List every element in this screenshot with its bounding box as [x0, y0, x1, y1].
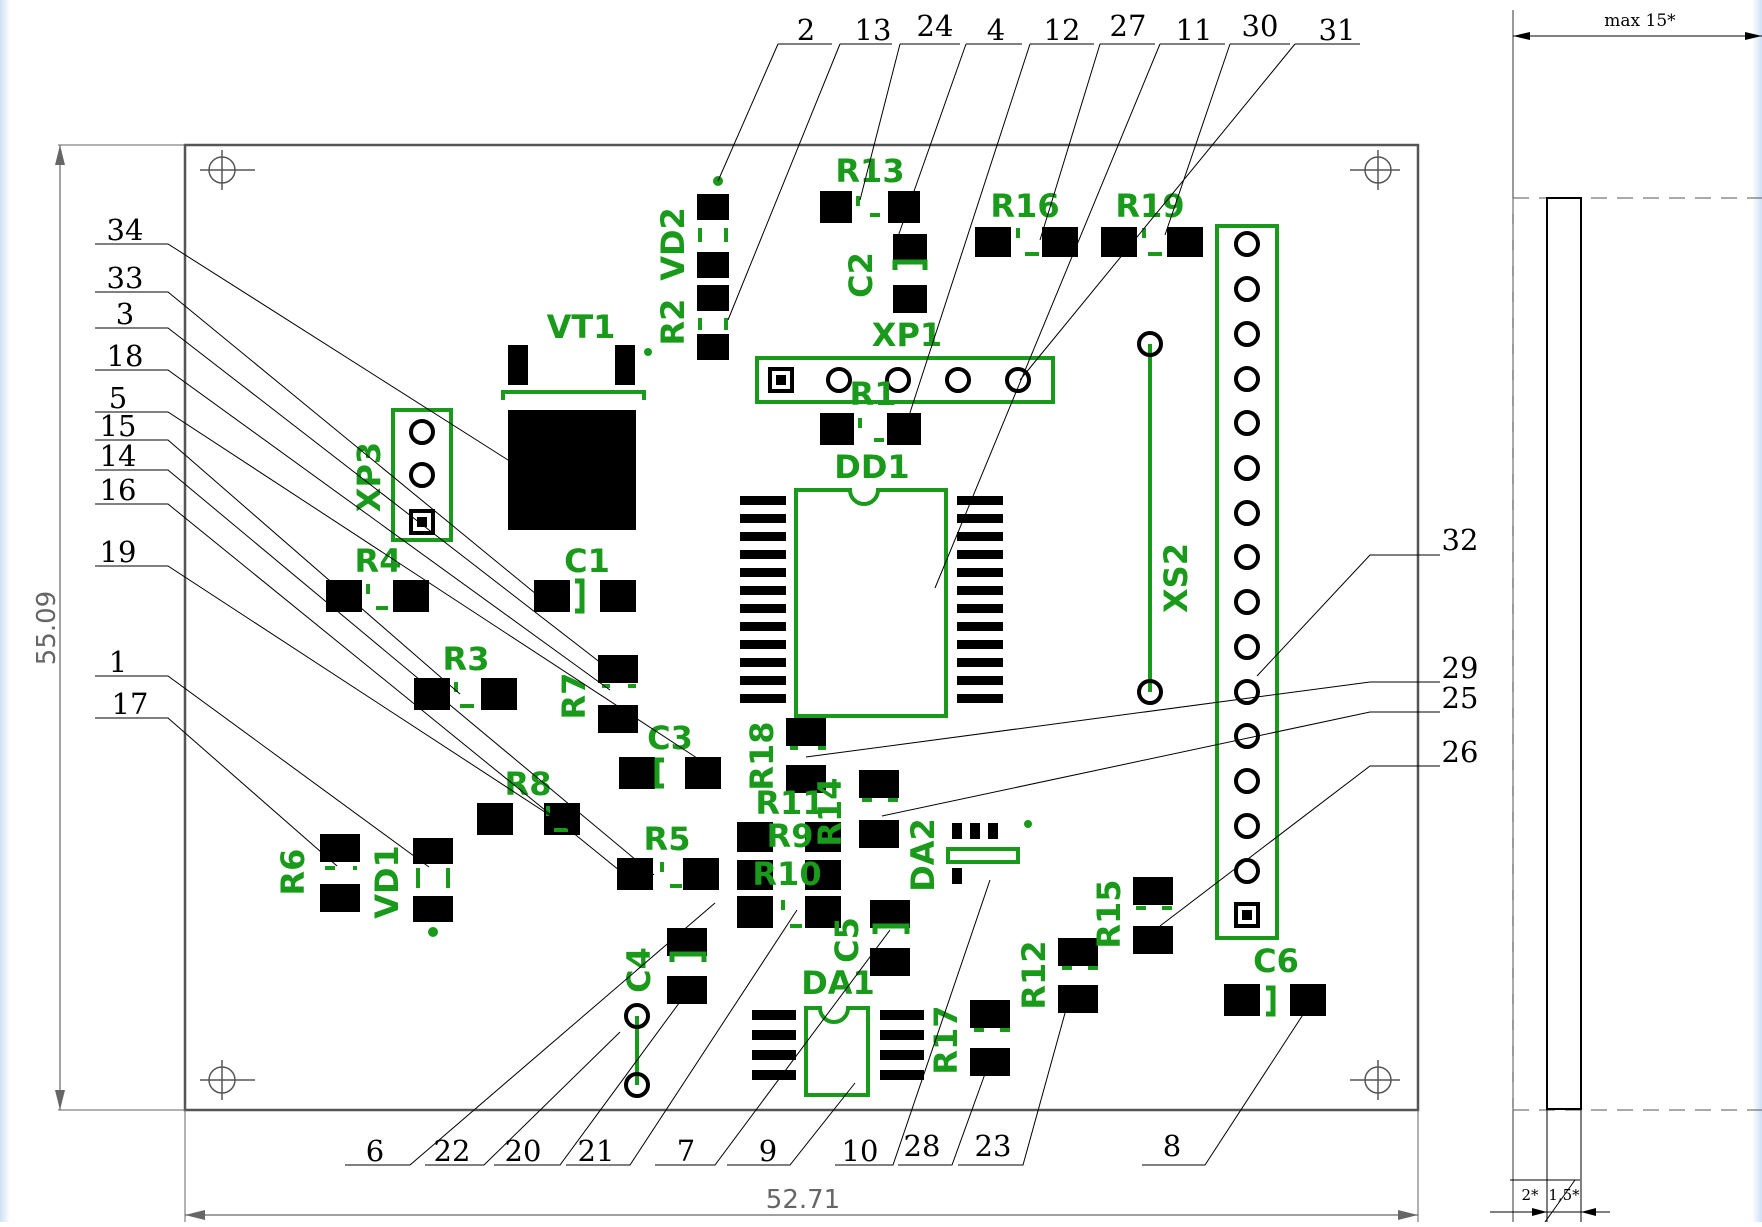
- callout-label: 17: [112, 687, 149, 721]
- designator: C6: [1253, 942, 1299, 980]
- designator: R12: [1015, 940, 1053, 1009]
- callout-label: 25: [1442, 681, 1479, 715]
- callout-label: 12: [1044, 13, 1081, 47]
- designator: R9: [767, 817, 814, 855]
- mounting-hole: [200, 150, 255, 190]
- designator: DA1: [801, 964, 875, 1002]
- callout-label: 14: [100, 439, 137, 473]
- callout-label: 2: [797, 13, 815, 47]
- mounting-hole: [1350, 1060, 1400, 1100]
- designator: R10: [752, 855, 821, 893]
- designator: R3: [443, 640, 490, 678]
- through-hole-pins: [409, 231, 1260, 1098]
- designator: C4: [620, 947, 658, 993]
- designator: R11: [755, 784, 824, 822]
- side-view: [1490, 10, 1762, 1223]
- designator: VD1: [368, 845, 406, 919]
- callout-label: 6: [366, 1134, 384, 1168]
- callout-label: 10: [842, 1134, 879, 1168]
- dimension-height: [55, 144, 185, 1111]
- designator: C5: [828, 917, 866, 963]
- side-board-profile: [1546, 197, 1582, 1110]
- designator: R6: [274, 849, 312, 896]
- callout-label: 4: [987, 13, 1005, 47]
- designator: R4: [355, 542, 402, 580]
- callout-label: 5: [109, 381, 127, 415]
- designator: XP3: [350, 442, 388, 512]
- designator: R15: [1090, 879, 1128, 948]
- designator: R14: [811, 777, 849, 846]
- callout-numbers: 2 13 24 4 12 27 11 30 31 34 33 3 18 5 15…: [100, 9, 1479, 1168]
- designator: C1: [564, 542, 610, 580]
- mounting-holes: [200, 150, 1400, 1100]
- designator: R2: [654, 299, 692, 346]
- callout-label: 16: [100, 473, 137, 507]
- callout-label: 33: [107, 261, 144, 295]
- callout-label: 29: [1442, 651, 1479, 685]
- designator: DA2: [904, 818, 942, 892]
- dimension-width: [184, 1110, 1419, 1222]
- callout-label: 11: [1176, 13, 1213, 47]
- callout-label: 26: [1442, 735, 1479, 769]
- callout-label: 13: [855, 13, 892, 47]
- dd1-pins: [740, 496, 1003, 703]
- smd-pads: [320, 191, 1326, 1076]
- callout-label: 28: [904, 1129, 941, 1163]
- designator: R19: [1115, 187, 1184, 225]
- callout-label: 15: [100, 409, 137, 443]
- designator: VT1: [547, 308, 616, 346]
- callout-label: 20: [505, 1134, 542, 1168]
- designator: R1: [850, 375, 897, 413]
- side-thickness-label-2: 1,5*: [1548, 1186, 1580, 1204]
- callout-label: 30: [1242, 9, 1279, 43]
- callout-label: 3: [116, 297, 134, 331]
- callout-label: 9: [759, 1134, 777, 1168]
- callout-label: 8: [1163, 1129, 1181, 1163]
- square-pins: [409, 367, 1260, 928]
- designator: R13: [835, 152, 904, 190]
- callout-label: 23: [975, 1129, 1012, 1163]
- side-thickness-label-1: 2*: [1521, 1186, 1539, 1204]
- mounting-hole: [200, 1060, 255, 1100]
- callout-label: 27: [1110, 9, 1147, 43]
- capacitor-brackets: [575, 259, 1276, 1017]
- designator: R18: [743, 721, 781, 790]
- designator: DD1: [834, 448, 909, 486]
- designator: VD2: [654, 207, 692, 281]
- designator: XS2: [1157, 543, 1195, 613]
- reference-designators: VD2 R13 C2 R16 R19 R2 VT1 XP1 R1 DD1 XP3…: [274, 152, 1299, 1075]
- callout-label: 21: [578, 1134, 615, 1168]
- leader-lines: [95, 43, 1440, 1166]
- width-dimension-label: 52.71: [766, 1185, 840, 1215]
- callout-label: 32: [1442, 523, 1479, 557]
- callout-label: 19: [100, 535, 137, 569]
- callout-label: 34: [107, 213, 144, 247]
- callout-label: 31: [1319, 13, 1356, 47]
- designator: R17: [927, 1005, 965, 1074]
- square-pin-centers: [417, 375, 1252, 920]
- mounting-hole: [1350, 150, 1400, 190]
- designator: R5: [644, 820, 691, 858]
- da1-pins: [752, 1010, 924, 1080]
- side-max-label: max 15*: [1604, 11, 1676, 31]
- callout-label: 24: [917, 9, 954, 43]
- designator: XP1: [872, 316, 942, 354]
- callout-label: 18: [107, 339, 144, 373]
- callout-label: 22: [434, 1134, 471, 1168]
- callout-label: 1: [109, 645, 127, 679]
- silkscreen-gap-marks: [325, 196, 1172, 1032]
- designator: C2: [842, 252, 880, 298]
- designator: R7: [555, 673, 593, 720]
- height-dimension-label: 55.09: [32, 591, 62, 665]
- board-outline: [183, 143, 1420, 1112]
- designator: R16: [990, 187, 1059, 225]
- callout-label: 7: [677, 1134, 695, 1168]
